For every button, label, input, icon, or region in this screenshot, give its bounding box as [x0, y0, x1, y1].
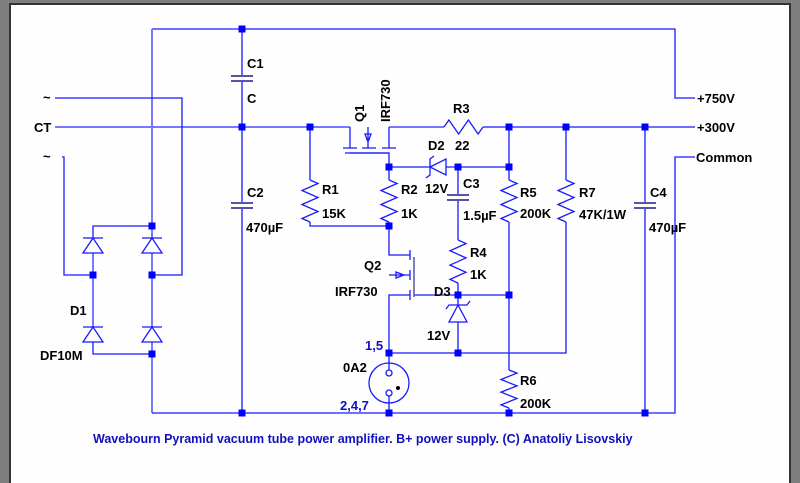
q2-value: IRF730 [335, 284, 378, 299]
zener-d2 [425, 155, 447, 179]
wire-ac2 [62, 156, 93, 276]
terminal-ac2-label: ~ [43, 149, 51, 164]
resistor-r6 [499, 369, 519, 409]
r3-value: 22 [455, 138, 469, 153]
r4-ref: R4 [470, 245, 487, 260]
junction-dot [454, 163, 462, 171]
resistor-r7 [556, 179, 576, 223]
resistor-r4 [448, 239, 468, 284]
wire-q1-gate [350, 152, 410, 256]
junction-dot [89, 271, 97, 279]
capacitor-c3 [447, 194, 469, 201]
r5-ref: R5 [520, 185, 537, 200]
junction-dot [385, 222, 393, 230]
c3-ref: C3 [463, 176, 480, 191]
r5-value: 200K [520, 206, 552, 221]
tube-pins-bottom: 2,4,7 [340, 398, 369, 413]
junction-dot [238, 25, 246, 33]
terminal-ct-label: CT [34, 120, 51, 135]
d1-value: DF10M [40, 348, 83, 363]
junction-dot [238, 409, 246, 417]
wire-750-rail [152, 28, 695, 99]
d2-ref: D2 [428, 138, 445, 153]
c4-value: 470µF [649, 220, 686, 235]
wire-bridge-bottom [92, 342, 152, 355]
r6-ref: R6 [520, 373, 537, 388]
resistor-r3 [443, 118, 484, 136]
d2-value: 12V [425, 181, 448, 196]
c1-value: C [247, 91, 257, 106]
wires [55, 28, 695, 414]
r1-ref: R1 [322, 182, 339, 197]
terminal-750v-label: +750V [697, 91, 735, 106]
tube-ref: 0A2 [343, 360, 367, 375]
r2-value: 1K [401, 206, 418, 221]
wire-common-rail [152, 156, 695, 414]
r7-ref: R7 [579, 185, 596, 200]
resistor-r2 [379, 179, 399, 223]
junctions [89, 25, 649, 417]
junction-dot [385, 409, 393, 417]
tube-pins-top: 1,5 [365, 338, 383, 353]
c4-ref: C4 [650, 185, 667, 200]
q2-ref: Q2 [364, 258, 381, 273]
d1-ref: D1 [70, 303, 87, 318]
capacitor-c1 [231, 75, 253, 82]
c1-ref: C1 [247, 56, 264, 71]
junction-dot [505, 291, 513, 299]
junction-dot [148, 222, 156, 230]
junction-dot [148, 350, 156, 358]
junction-dot [454, 291, 462, 299]
tube-0a2 [368, 362, 410, 404]
d3-ref: D3 [434, 284, 451, 299]
capacitor-c2 [231, 202, 253, 209]
junction-dot [505, 409, 513, 417]
junction-dot [385, 349, 393, 357]
r4-value: 1K [470, 267, 487, 282]
diagram-title: Wavebourn Pyramid vacuum tube power ampl… [93, 432, 633, 446]
terminal-ac1-label: ~ [43, 90, 51, 105]
q1-value: IRF730 [378, 79, 393, 122]
c3-value: 1.5µF [463, 208, 497, 223]
mosfet-q2 [389, 250, 415, 300]
wire-bridge-top [92, 225, 152, 238]
junction-dot [306, 123, 314, 131]
d3-value: 12V [427, 328, 450, 343]
resistor-r1 [300, 179, 320, 223]
r3-ref: R3 [453, 101, 470, 116]
c2-ref: C2 [247, 185, 264, 200]
resistor-r5 [499, 179, 519, 223]
junction-dot [641, 123, 649, 131]
wire-353 [389, 127, 567, 354]
mosfet-q1 [343, 127, 396, 154]
q1-ref: Q1 [352, 105, 367, 122]
junction-dot [505, 123, 513, 131]
r1-value: 15K [322, 206, 346, 221]
resistors [300, 118, 576, 409]
junction-dot [238, 123, 246, 131]
junction-dot [385, 163, 393, 171]
wire-ac1 [55, 97, 183, 276]
junction-dot [454, 349, 462, 357]
capacitor-c4 [634, 202, 656, 209]
r2-ref: R2 [401, 182, 418, 197]
r7-value: 47K/1W [579, 207, 627, 222]
schematic-sheet [9, 3, 791, 483]
r6-value: 200K [520, 396, 552, 411]
junction-dot [562, 123, 570, 131]
junction-dot [505, 163, 513, 171]
zener-d3 [445, 300, 471, 323]
diode-d1-bridge [81, 236, 164, 343]
junction-dot [641, 409, 649, 417]
terminal-300v-label: +300V [697, 120, 735, 135]
labels: ~ CT ~ +750V +300V Common C1 C C2 470µF … [34, 56, 752, 446]
c2-value: 470µF [246, 220, 283, 235]
wire-r1 [309, 127, 389, 227]
terminal-common-label: Common [696, 150, 752, 165]
junction-dot [148, 271, 156, 279]
